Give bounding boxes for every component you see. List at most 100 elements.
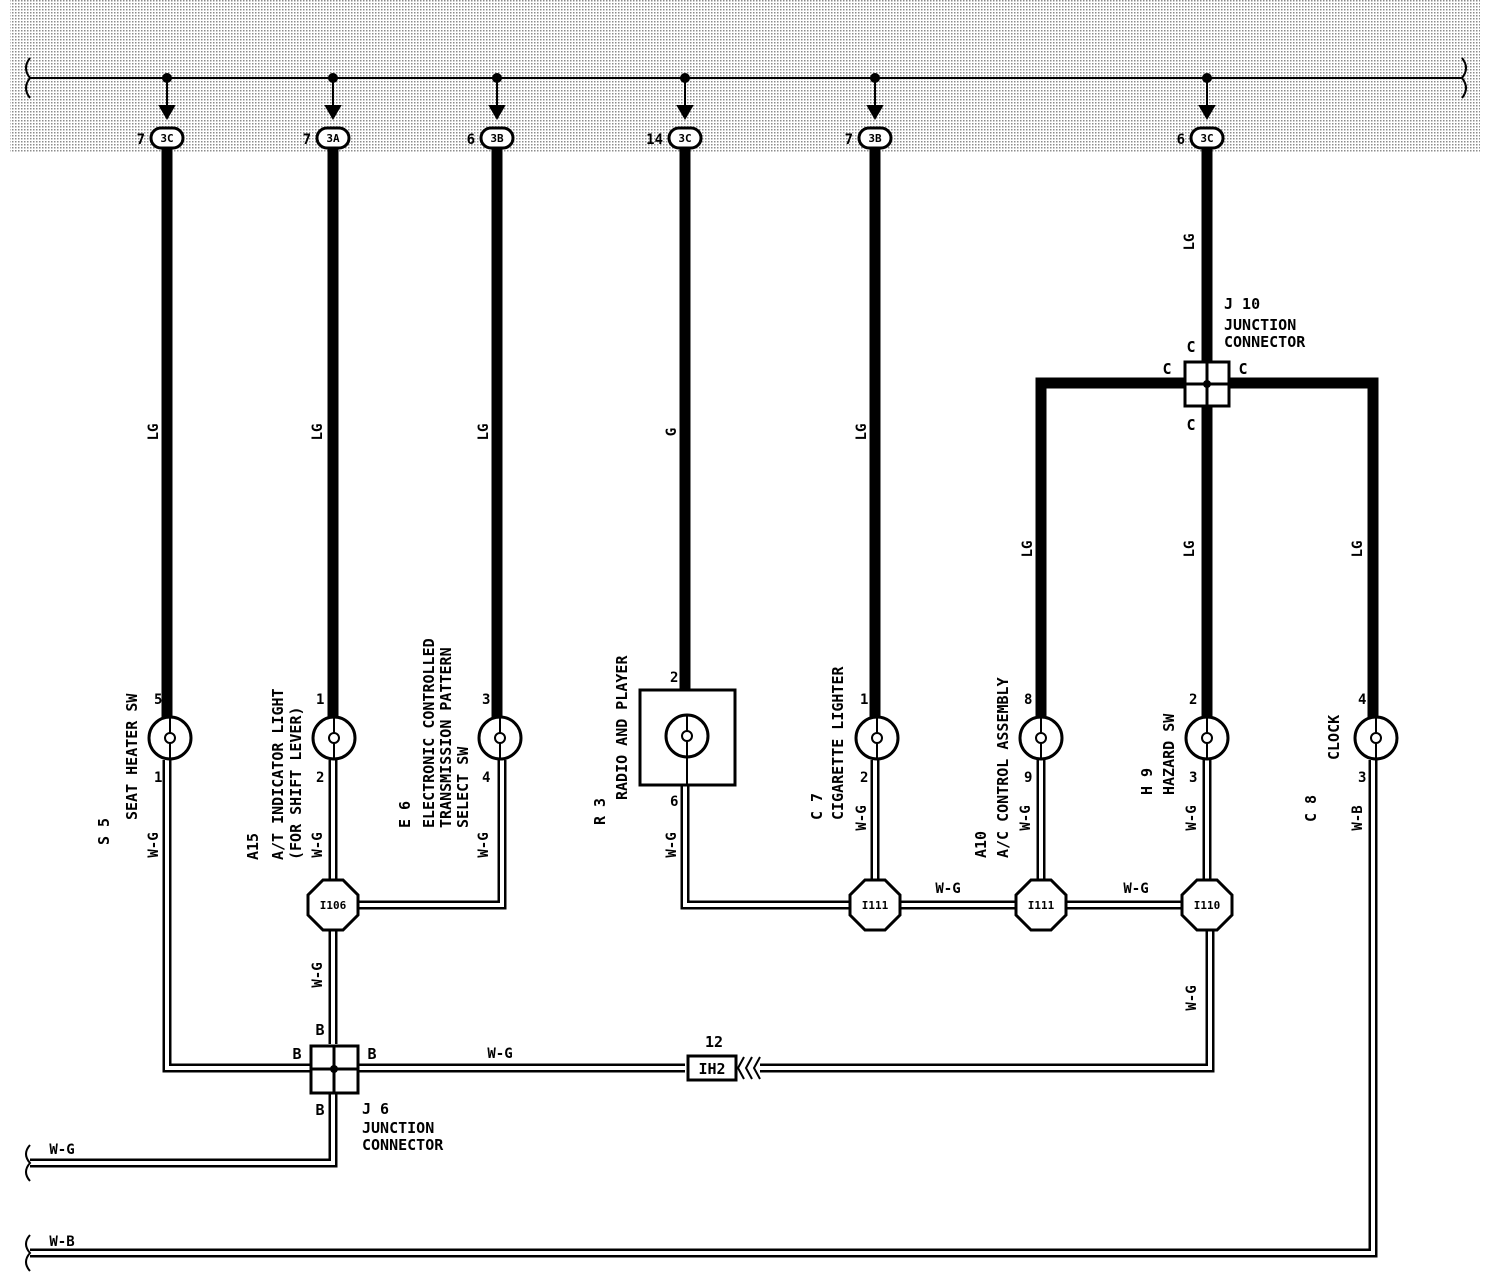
svg-text:B: B [315, 1101, 324, 1119]
component-e6 [477, 715, 523, 761]
component-h9 [1184, 715, 1230, 761]
component-c8 [1353, 715, 1399, 761]
svg-text:H 9: H 9 [1138, 768, 1156, 795]
wire-break-wg [25, 1144, 32, 1182]
thick-wires [161, 144, 1379, 728]
svg-text:JUNCTION: JUNCTION [1224, 316, 1296, 334]
svg-text:LG: LG [854, 424, 870, 441]
svg-text:LG: LG [146, 424, 162, 441]
svg-text:A15: A15 [244, 833, 262, 860]
svg-text:1: 1 [154, 770, 162, 786]
svg-text:W-G: W-G [664, 832, 680, 857]
svg-text:6: 6 [670, 794, 678, 810]
svg-text:C: C [1186, 338, 1195, 356]
svg-text:2: 2 [860, 770, 868, 786]
svg-text:LG: LG [1182, 541, 1198, 558]
svg-text:C: C [1238, 360, 1247, 378]
splice-i110: I110 [1180, 878, 1234, 932]
connector-3c-b: 3C 14 [646, 126, 703, 150]
svg-text:R 3: R 3 [591, 798, 609, 825]
svg-text:8: 8 [1024, 692, 1032, 708]
svg-text:C 7: C 7 [808, 793, 826, 820]
svg-text:W-G: W-G [310, 962, 326, 987]
connector-3b-b: 3B 7 [845, 126, 893, 150]
connector-3a: 3A 7 [303, 126, 351, 150]
component-a10 [1018, 715, 1064, 761]
svg-text:CIGARETTE LIGHTER: CIGARETTE LIGHTER [829, 666, 847, 820]
svg-text:2: 2 [670, 670, 678, 686]
svg-text:3B: 3B [868, 132, 882, 145]
component-s5 [147, 715, 193, 761]
connector-3c-a: 3C 7 [137, 126, 185, 150]
connector-3c-c: 3C 6 [1177, 126, 1225, 150]
horizontal-wire-labels: W-G W-G W-G W-G W-B [49, 881, 1148, 1250]
svg-text:HAZARD SW: HAZARD SW [1160, 713, 1178, 795]
svg-text:2: 2 [1189, 692, 1197, 708]
svg-text:C 8: C 8 [1302, 795, 1320, 822]
svg-text:3: 3 [1189, 770, 1197, 786]
svg-text:IH2: IH2 [698, 1060, 725, 1078]
svg-text:4: 4 [482, 770, 490, 786]
svg-text:CONNECTOR: CONNECTOR [362, 1136, 444, 1154]
connector-3b-a: 3B 6 [467, 126, 515, 150]
svg-text:E 6: E 6 [396, 801, 414, 828]
splice-i111-b: I111 [1014, 878, 1068, 932]
svg-text:3: 3 [1358, 770, 1366, 786]
svg-text:7: 7 [845, 132, 853, 148]
svg-text:SELECT SW: SELECT SW [454, 746, 472, 828]
svg-text:3A: 3A [326, 132, 340, 145]
svg-text:2: 2 [316, 770, 324, 786]
bus-break-left [25, 57, 32, 99]
svg-text:3C: 3C [160, 132, 173, 145]
svg-text:JUNCTION: JUNCTION [362, 1119, 434, 1137]
svg-text:3B: 3B [490, 132, 504, 145]
svg-text:W-G: W-G [935, 881, 960, 897]
svg-text:B: B [292, 1045, 301, 1063]
svg-text:C: C [1162, 360, 1171, 378]
svg-text:A/T INDICATOR LIGHT: A/T INDICATOR LIGHT [269, 688, 287, 860]
svg-text:C: C [1186, 416, 1195, 434]
thin-wire-labels: W-G W-G W-G W-G W-G W-G W-G W-B W-G W-G [146, 805, 1366, 1010]
svg-text:LG: LG [1182, 234, 1198, 251]
svg-text:1: 1 [316, 692, 324, 708]
junction-connector-j10: C C C C J 10 JUNCTION CONNECTOR [1162, 295, 1306, 434]
splice-i106: I106 [306, 878, 360, 932]
svg-text:TRANSMISSION PATTERN: TRANSMISSION PATTERN [437, 647, 455, 828]
thin-wires [30, 760, 1378, 1258]
svg-text:S 5: S 5 [95, 818, 113, 845]
svg-text:14: 14 [646, 132, 663, 148]
svg-text:3C: 3C [678, 132, 691, 145]
svg-text:7: 7 [303, 132, 311, 148]
svg-text:W-B: W-B [49, 1234, 74, 1250]
bus-drops [158, 73, 1216, 120]
svg-text:I110: I110 [1194, 899, 1221, 912]
svg-text:1: 1 [860, 692, 868, 708]
thick-wire-labels: LG LG LG G LG LG LG LG LG [146, 234, 1366, 558]
svg-text:3C: 3C [1200, 132, 1213, 145]
junction-block-panel [10, 0, 1480, 153]
svg-text:I111: I111 [862, 899, 889, 912]
bus-break-right [1460, 57, 1467, 99]
svg-text:J 6: J 6 [362, 1100, 389, 1118]
svg-text:B: B [315, 1021, 324, 1039]
svg-text:W-G: W-G [1184, 985, 1200, 1010]
junction-connector-j6: B B B B J 6 JUNCTION CONNECTOR [292, 1021, 444, 1154]
svg-text:ELECTRONIC CONTROLLED: ELECTRONIC CONTROLLED [420, 638, 438, 828]
svg-text:J 10: J 10 [1224, 295, 1260, 313]
svg-text:W-G: W-G [146, 832, 162, 857]
svg-text:W-G: W-G [1123, 881, 1148, 897]
component-r3 [664, 713, 710, 785]
svg-text:LG: LG [1350, 541, 1366, 558]
svg-text:3: 3 [482, 692, 490, 708]
svg-text:RADIO AND PLAYER: RADIO AND PLAYER [613, 655, 631, 800]
svg-text:B: B [367, 1045, 376, 1063]
svg-text:9: 9 [1024, 770, 1032, 786]
svg-text:W-G: W-G [1018, 805, 1034, 830]
component-names: S 5 SEAT HEATER SW A15 A/T INDICATOR LIG… [95, 638, 1343, 860]
svg-text:G: G [664, 428, 680, 436]
svg-text:7: 7 [137, 132, 145, 148]
svg-text:W-G: W-G [487, 1046, 512, 1062]
svg-text:CONNECTOR: CONNECTOR [1224, 333, 1306, 351]
svg-text:6: 6 [1177, 132, 1185, 148]
svg-text:LG: LG [1020, 541, 1036, 558]
